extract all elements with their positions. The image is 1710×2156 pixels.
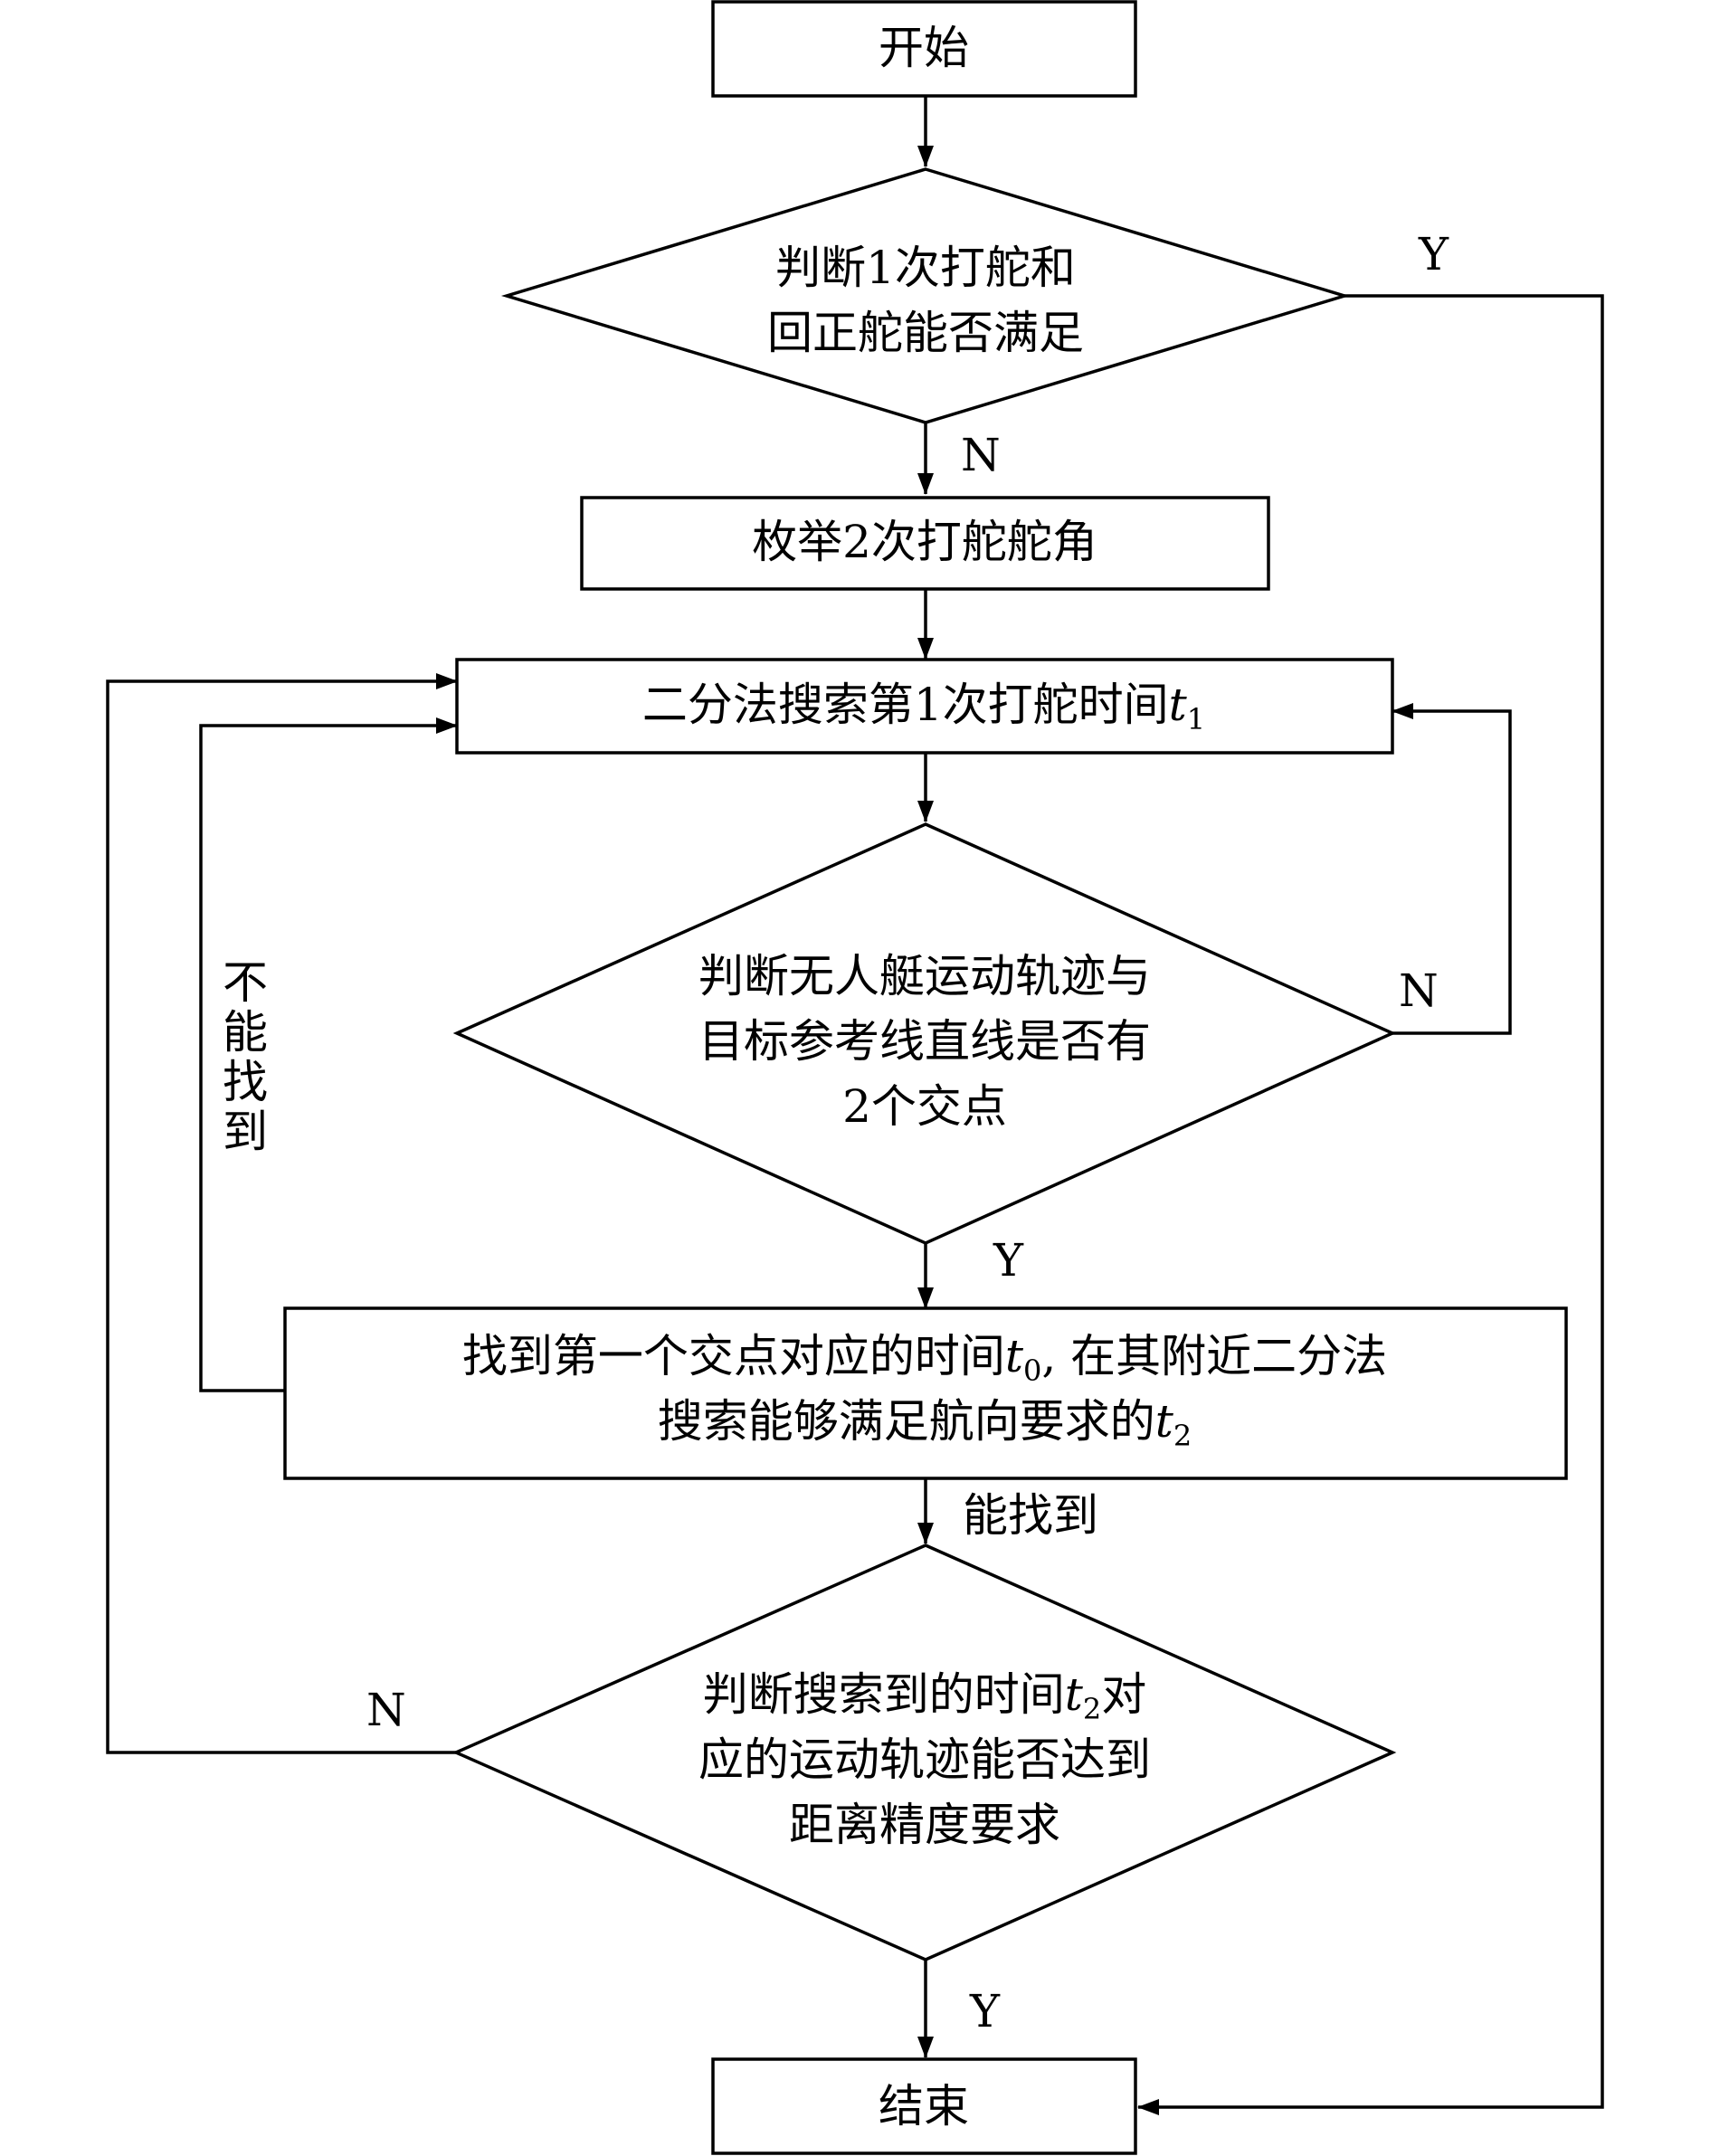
check-precision-line-1: 判断搜索到的时间t2对: [703, 1668, 1146, 1726]
bisect-t1-text: 二分法搜索第1次打舵时间: [642, 679, 1169, 731]
find-t2-line-1-sub: 0: [1023, 1353, 1041, 1388]
end-node: [711, 2057, 1137, 2155]
label-check-one-turn-no: N: [961, 429, 1001, 481]
label-find-t2-not-found-4: 到: [223, 1106, 268, 1158]
label-find-t2-not-found-1: 不: [223, 956, 268, 1009]
check-one-turn-line-2: 回正舵能否满足: [767, 307, 1084, 359]
edge-find-t2-not-found: [199, 717, 458, 1392]
label-check-one-turn-yes: Y: [1418, 228, 1449, 280]
edge-check-intersections-no: [1392, 703, 1512, 1035]
find-t2-line-2-var: t: [1155, 1395, 1174, 1448]
check-intersections-decision: [452, 822, 1397, 1245]
start-node-label: 开始: [879, 22, 969, 74]
find-t2-line-1-post: , 在其附近二分法: [1041, 1330, 1387, 1382]
bisect-t1-var: t: [1169, 679, 1188, 731]
label-find-t2-found: 能找到: [963, 1489, 1098, 1542]
edge-check-one-turn-yes: [1137, 294, 1604, 2115]
check-precision-line-3: 距离精度要求: [789, 1799, 1060, 1851]
find-t2-line-2-pre: 搜索能够满足航向要求的: [658, 1395, 1155, 1448]
check-precision-line-2: 应的运动轨迹能否达到: [698, 1733, 1151, 1786]
find-t2-line-2-sub: 2: [1173, 1419, 1192, 1453]
label-find-t2-not-found-2: 能: [223, 1006, 268, 1059]
check-intersections-line-1: 判断无人艇运动轨迹与: [698, 950, 1151, 1002]
find-t2-line-1-pre: 找到第一个交点对应的时间: [462, 1330, 1005, 1382]
check-precision-decision: [451, 1543, 1397, 1961]
check-precision-line-1-sub: 2: [1083, 1692, 1101, 1726]
find-t2-line-1: 找到第一个交点对应的时间t0, 在其附近二分法: [462, 1330, 1387, 1388]
label-check-intersections-no: N: [1399, 964, 1439, 1017]
enumerate-angle-node: [580, 496, 1270, 591]
end-node-label: 结束: [879, 2080, 969, 2132]
check-precision-line-1-post: 对: [1101, 1668, 1146, 1721]
check-one-turn-decision: [500, 167, 1351, 424]
enumerate-angle-label: 枚举2次打舵舵角: [752, 516, 1097, 568]
label-find-t2-not-found-3: 找: [223, 1056, 268, 1108]
check-one-turn-line-1: 判断1次打舵和: [775, 242, 1076, 294]
label-check-precision-no: N: [366, 1684, 406, 1736]
bisect-t1-label: 二分法搜索第1次打舵时间t1: [642, 679, 1205, 736]
bisect-t1-sub: 1: [1187, 702, 1205, 736]
label-check-precision-yes: Y: [969, 1985, 1001, 2037]
start-node: [711, 0, 1137, 98]
find-t2-node: [283, 1306, 1568, 1480]
check-intersections-line-3: 2个交点: [842, 1080, 1007, 1133]
label-check-intersections-yes: Y: [993, 1234, 1024, 1287]
find-t2-line-2: 搜索能够满足航向要求的t2: [658, 1395, 1192, 1453]
check-intersections-line-2: 目标参考线直线是否有: [698, 1015, 1151, 1068]
edge-check-precision-no: [106, 673, 458, 1754]
bisect-t1-node: [455, 658, 1394, 755]
find-t2-line-1-var: t: [1005, 1330, 1024, 1382]
check-precision-line-1-pre: 判断搜索到的时间: [703, 1668, 1065, 1721]
check-precision-line-1-var: t: [1065, 1668, 1084, 1721]
